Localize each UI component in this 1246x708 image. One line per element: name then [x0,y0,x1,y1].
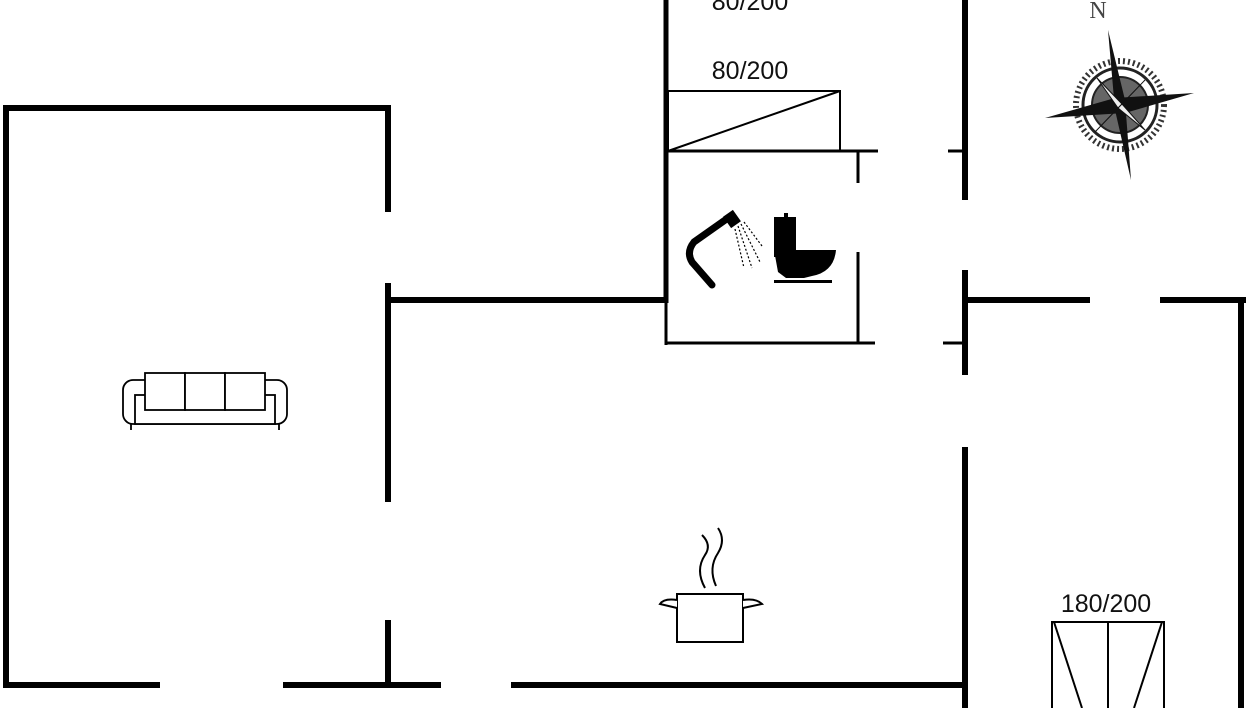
cooking-pot-icon [658,527,765,643]
shower-icon [685,209,763,289]
double-bed-icon [1051,621,1165,708]
compass-north-label: N [1089,0,1106,24]
bed-label-single: 80/200 [712,57,788,85]
walls [3,0,1246,708]
compass-rose-icon [1045,30,1194,180]
partitions [664,149,965,345]
bed-label-double: 180/200 [1061,590,1151,618]
sofa-icon [122,372,288,430]
toilet-icon [774,213,836,283]
single-bed-icon [667,90,841,152]
bed-label-upper: 80/200 [712,0,788,16]
